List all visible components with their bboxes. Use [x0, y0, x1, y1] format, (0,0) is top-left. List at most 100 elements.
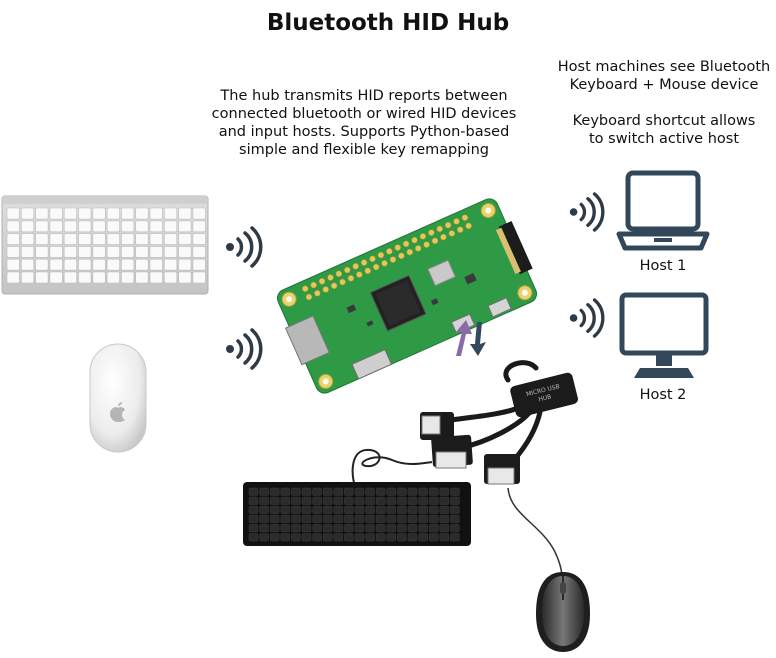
keyboard-key	[344, 506, 353, 514]
keyboard-key	[136, 234, 149, 245]
keyboard-key	[121, 221, 133, 232]
keyboard-key	[64, 246, 77, 257]
wireless-signal-icon	[566, 192, 604, 232]
keyboard-key	[323, 534, 332, 542]
keyboard-key	[79, 246, 92, 257]
keyboard-key	[366, 506, 375, 514]
keyboard-key	[260, 497, 269, 505]
arrow-up-icon	[456, 320, 472, 356]
keyboard-key	[450, 506, 459, 514]
keyboard-key	[260, 524, 269, 532]
keyboard-key	[313, 515, 322, 523]
keyboard-key	[179, 246, 192, 257]
keyboard-key	[21, 259, 34, 270]
keyboard-key	[408, 488, 417, 496]
keyboard-key	[376, 534, 385, 542]
keyboard-key	[281, 497, 290, 505]
keyboard-key	[323, 488, 332, 496]
keyboard-key	[408, 497, 417, 505]
keyboard-key	[79, 208, 92, 219]
keyboard-key	[387, 506, 396, 514]
keyboard-key	[397, 497, 406, 505]
keyboard-key	[397, 534, 406, 542]
diagram-title: Bluetooth HID Hub	[0, 10, 776, 36]
keyboard-key	[429, 488, 438, 496]
data-flow-arrows	[448, 318, 490, 358]
keyboard-key	[323, 506, 332, 514]
keyboard-key	[387, 534, 396, 542]
keyboard-key	[150, 208, 163, 219]
keyboard-key	[291, 488, 300, 496]
keyboard-key	[21, 246, 34, 257]
keyboard-key	[36, 272, 49, 283]
mouse-cable	[500, 484, 580, 580]
host-note-line: Host machines see Bluetooth	[544, 58, 776, 76]
keyboard-key	[366, 534, 375, 542]
keyboard-key	[193, 246, 206, 257]
keyboard-key	[93, 208, 106, 219]
keyboard-key	[50, 221, 63, 232]
keyboard-key	[429, 515, 438, 523]
keyboard-key	[429, 524, 438, 532]
keyboard-key	[50, 259, 63, 270]
keyboard-key	[21, 234, 34, 245]
keyboard-key	[164, 246, 177, 257]
keyboard-key	[355, 534, 364, 542]
keyboard-key	[344, 534, 353, 542]
keyboard-key	[323, 497, 332, 505]
keyboard-key	[302, 524, 311, 532]
keyboard-key	[334, 497, 343, 505]
keyboard-key	[302, 497, 311, 505]
keyboard-key	[302, 506, 311, 514]
keyboard-key	[291, 524, 300, 532]
keyboard-key	[387, 524, 396, 532]
keyboard-key	[440, 506, 449, 514]
keyboard-key	[429, 506, 438, 514]
keyboard-key	[136, 208, 149, 219]
keyboard-key	[440, 488, 449, 496]
keyboard-key	[344, 515, 353, 523]
wireless-signal-icon	[222, 328, 262, 370]
wired-mouse-image	[534, 570, 592, 654]
keyboard-key	[355, 506, 364, 514]
keyboard-key	[193, 208, 206, 219]
keyboard-key	[7, 246, 20, 257]
keyboard-key	[93, 259, 106, 270]
keyboard-key	[164, 221, 177, 232]
keyboard-key	[79, 272, 92, 283]
keyboard-key	[260, 488, 269, 496]
keyboard-key	[450, 534, 459, 542]
keyboard-key	[107, 221, 120, 232]
keyboard-key	[291, 534, 300, 542]
keyboard-key	[429, 497, 438, 505]
desktop-monitor-icon	[618, 292, 710, 382]
keyboard-key	[344, 524, 353, 532]
keyboard-key	[344, 497, 353, 505]
description-line: and input hosts. Supports Python-based	[196, 123, 532, 141]
keyboard-key	[408, 515, 417, 523]
keyboard-key	[121, 259, 133, 270]
keyboard-key	[36, 208, 49, 219]
keyboard-key	[249, 506, 258, 514]
keyboard-key	[387, 497, 396, 505]
keyboard-key	[64, 221, 77, 232]
keyboard-key	[366, 497, 375, 505]
keyboard-key	[150, 234, 163, 245]
host-1-label: Host 1	[613, 258, 713, 274]
keyboard-key	[281, 524, 290, 532]
keyboard-key	[302, 534, 311, 542]
keyboard-key	[450, 497, 459, 505]
keyboard-key	[79, 221, 92, 232]
keyboard-key	[440, 534, 449, 542]
keyboard-key	[270, 506, 279, 514]
keyboard-key	[93, 272, 106, 283]
keyboard-key	[93, 234, 106, 245]
keyboard-key	[150, 272, 163, 283]
keyboard-key	[344, 488, 353, 496]
keyboard-key	[397, 506, 406, 514]
keyboard-key	[419, 534, 428, 542]
keyboard-key	[302, 488, 311, 496]
keyboard-key	[150, 246, 163, 257]
keyboard-key	[376, 515, 385, 523]
keyboard-key	[408, 506, 417, 514]
